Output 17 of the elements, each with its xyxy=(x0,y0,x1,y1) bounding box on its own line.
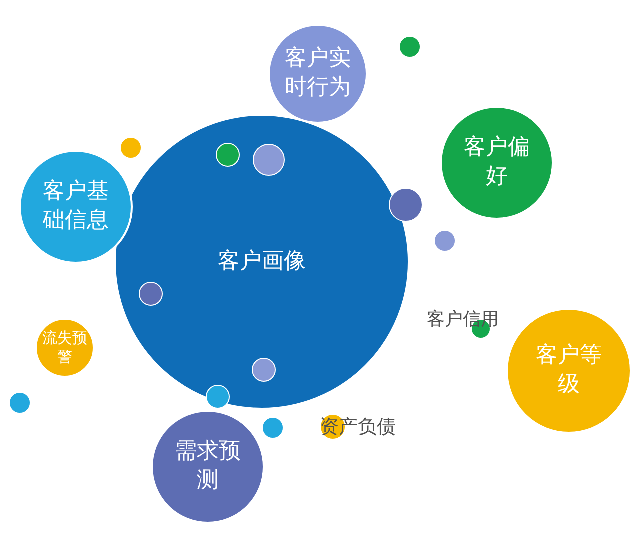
dot-icon xyxy=(252,358,276,382)
dot-icon xyxy=(434,230,456,252)
topic-text: 客户偏好 xyxy=(464,134,530,191)
topic-text: 客户实时行为 xyxy=(285,45,351,102)
dot-icon xyxy=(262,417,284,439)
dot-icon xyxy=(139,282,163,306)
dot-icon xyxy=(216,143,240,167)
topic-label: 客户信用 xyxy=(427,309,499,331)
topic-text: 客户等级 xyxy=(536,342,602,399)
dot-icon xyxy=(253,144,285,176)
topic-text: 客户基础信息 xyxy=(43,178,109,235)
dot-icon xyxy=(389,188,423,222)
dot-icon xyxy=(9,392,31,414)
dot-icon xyxy=(399,36,421,58)
topic-text: 需求预测 xyxy=(175,438,241,495)
topic-text: 客户画像 xyxy=(218,248,306,276)
topic-text: 流失预警 xyxy=(42,328,88,368)
